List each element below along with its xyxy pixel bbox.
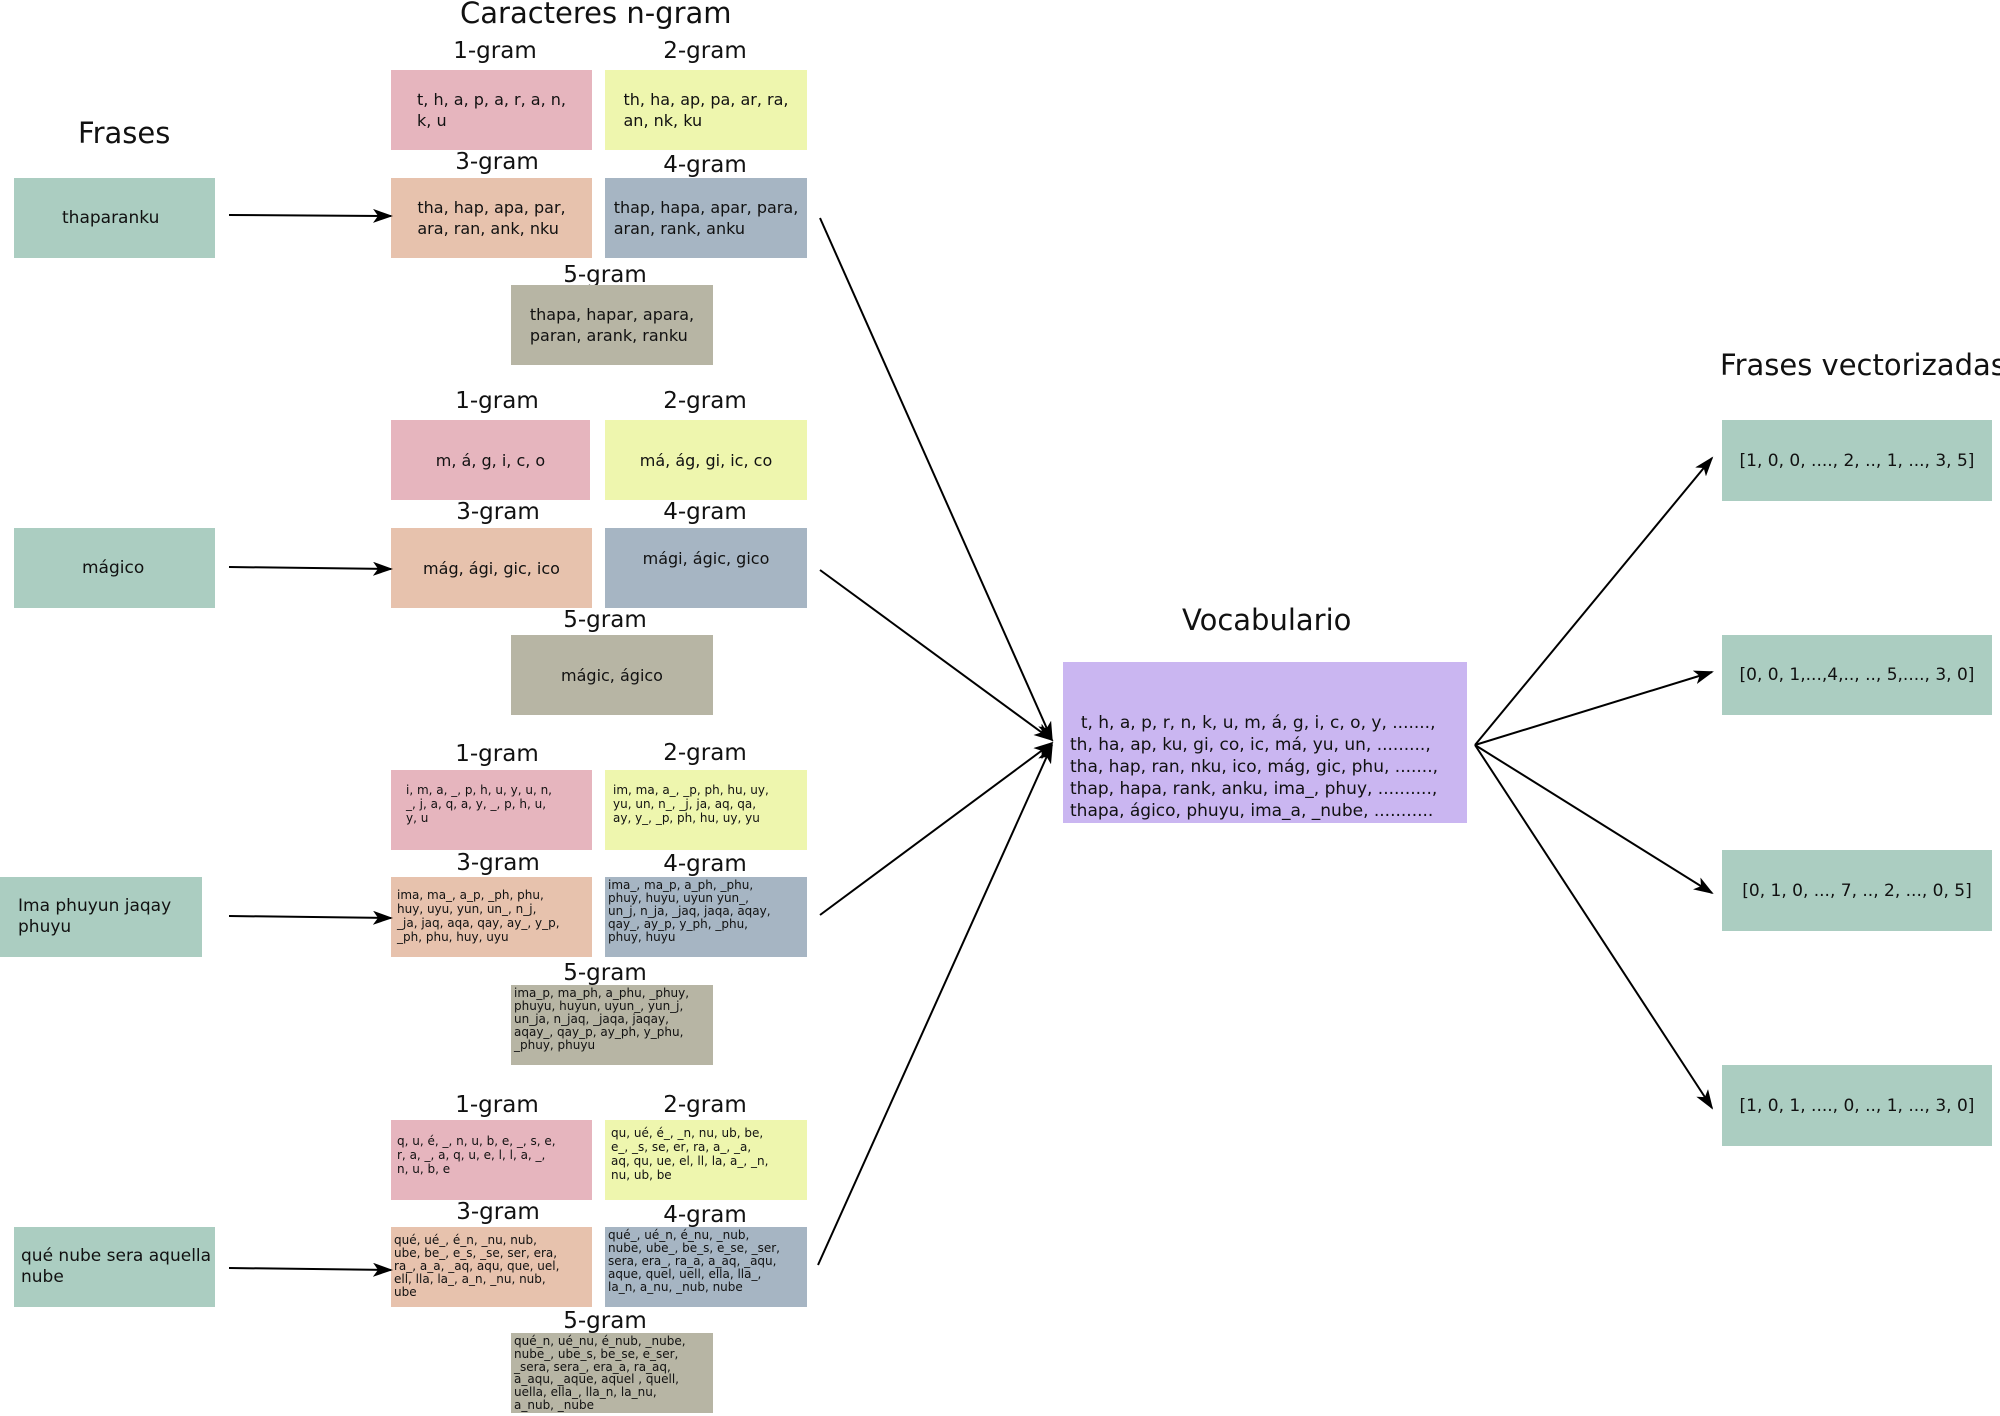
arrow-phrase3-to-ngrams (228, 910, 393, 925)
phrases-heading: Frases (78, 116, 171, 150)
g3-box-3: ima, ma_, a_p, _ph, phu, huy, uyu, yun, … (391, 877, 592, 957)
phrase-box-3: Ima phuyun jaqay phuyu (0, 877, 202, 957)
g4-box-1: thap, hapa, apar, para, aran, rank, anku (605, 178, 807, 258)
phrase-box-4: qué nube sera aquella nube (14, 1227, 215, 1307)
arrow-phrase4-to-ngrams (228, 1262, 393, 1277)
arrow-phrase2-to-ngrams (228, 561, 393, 576)
g3-box-4: qué, ué_, é_n, _nu, nub, ube, be_, e_s, … (391, 1227, 592, 1307)
ngram-text: i, m, a, _, p, h, u, y, u, n, _, j, a, q… (406, 783, 552, 825)
vector-text: [0, 1, 0, ..., 7, .., 2, ..., 0, 5] (1742, 880, 1972, 901)
phrase-text: thaparanku (62, 207, 160, 228)
ngram-text: tha, hap, apa, par, ara, ran, ank, nku (417, 198, 566, 238)
g1-box-4: q, u, é, _, n, u, b, e, _, s, e, r, a, _… (391, 1120, 592, 1200)
g2-box-3: im, ma, a_, _p, ph, hu, uy, yu, un, n_, … (605, 770, 807, 850)
g4-box-4: qué_, ué_n, é_nu, _nub, nube, ube_, be_s… (605, 1227, 807, 1307)
phrase-text: mágico (82, 557, 145, 578)
ngram-text: im, ma, a_, _p, ph, hu, uy, yu, un, n_, … (613, 783, 769, 825)
label-5gram: 5-gram (563, 607, 647, 633)
arrow-vocab-to-vector4 (1474, 744, 1714, 1110)
label-3gram: 3-gram (455, 149, 539, 175)
ngram-text: thap, hapa, apar, para, aran, rank, anku (613, 198, 799, 238)
label-4gram: 4-gram (663, 1202, 747, 1228)
vocabulary-box: t, h, a, p, r, n, k, u, m, á, g, i, c, o… (1063, 662, 1467, 823)
ngram-heading: Caracteres n-gram (460, 0, 732, 30)
ngram-text: qué_, ué_n, é_nu, _nub, nube, ube_, be_s… (608, 1228, 780, 1294)
arrow-ngrams1-to-vocab (819, 217, 1053, 742)
ngram-text: qu, ué, é_, _n, nu, ub, be, e_, _s, se, … (611, 1126, 769, 1182)
g5-box-2: mágic, ágico (511, 635, 713, 715)
g1-box-2: m, á, g, i, c, o (391, 420, 590, 500)
ngram-text: th, ha, ap, pa, ar, ra, an, nk, ku (623, 90, 789, 130)
label-1gram: 1-gram (453, 38, 537, 64)
label-2gram: 2-gram (663, 388, 747, 414)
ngram-text: t, h, a, p, a, r, a, n, k, u (417, 90, 566, 130)
label-2gram: 2-gram (663, 1092, 747, 1118)
ngram-text: mági, ágic, gico (642, 549, 770, 568)
arrow-ngrams3-to-vocab (819, 741, 1054, 916)
vocabulary-heading: Vocabulario (1182, 603, 1352, 637)
g1-box-3: i, m, a, _, p, h, u, y, u, n, _, j, a, q… (391, 770, 592, 850)
vector-text: [0, 0, 1,...,4,.., .., 5,...., 3, 0] (1739, 665, 1975, 685)
phrase-box-1: thaparanku (14, 178, 215, 258)
ngram-text: thapa, hapar, apara, paran, arank, ranku (529, 305, 695, 345)
ngram-text: m, á, g, i, c, o (435, 450, 546, 470)
phrase-text: Ima phuyun jaqay phuyu (18, 896, 172, 937)
g3-box-1: tha, hap, apa, par, ara, ran, ank, nku (391, 178, 592, 258)
vector-box-3: [0, 1, 0, ..., 7, .., 2, ..., 0, 5] (1722, 850, 1992, 931)
g5-box-3: ima_p, ma_ph, a_phu, _phuy, phuyu, huyun… (511, 985, 713, 1065)
arrow-ngrams2-to-vocab (819, 569, 1054, 742)
ngram-text: qué, ué_, é_n, _nu, nub, ube, be_, e_s, … (394, 1233, 560, 1299)
vector-text: [1, 0, 0, ...., 2, .., 1, ..., 3, 5] (1739, 450, 1975, 471)
label-1gram: 1-gram (455, 741, 539, 767)
ngram-text: q, u, é, _, n, u, b, e, _, s, e, r, a, _… (397, 1134, 556, 1176)
ngram-text: ima, ma_, a_p, _ph, phu, huy, uyu, yun, … (397, 888, 560, 944)
arrow-phrase1-to-ngrams (228, 208, 393, 223)
g4-box-2: mági, ágic, gico (605, 528, 807, 608)
ngram-text: ima_, ma_p, a_ph, _phu, phuy, huyu, uyun… (608, 878, 771, 944)
label-5gram: 5-gram (563, 1308, 647, 1334)
ngram-text: mág, ági, gic, ico (423, 558, 560, 578)
label-4gram: 4-gram (663, 851, 747, 877)
g4-box-3: ima_, ma_p, a_ph, _phu, phuy, huyu, uyun… (605, 877, 807, 957)
vector-box-1: [1, 0, 0, ...., 2, .., 1, ..., 3, 5] (1722, 420, 1992, 501)
arrow-ngrams4-to-vocab (817, 743, 1053, 1266)
label-5gram: 5-gram (563, 960, 647, 986)
ngram-text: mágic, ágico (561, 665, 663, 685)
label-3gram: 3-gram (456, 1199, 540, 1225)
g5-box-4: qué_n, ué_nu, é_nub, _nube, nube_, ube_s… (511, 1333, 713, 1413)
g2-box-4: qu, ué, é_, _n, nu, ub, be, e_, _s, se, … (605, 1120, 807, 1200)
ngram-text: qué_n, ué_nu, é_nub, _nube, nube_, ube_s… (514, 1334, 686, 1412)
arrow-vocab-to-vector2 (1474, 670, 1714, 746)
label-1gram: 1-gram (455, 388, 539, 414)
phrase-box-2: mágico (14, 528, 215, 608)
g5-box-1: thapa, hapar, apara, paran, arank, ranku (511, 285, 713, 365)
ngram-text: má, ág, gi, ic, co (639, 450, 773, 470)
label-3gram: 3-gram (456, 850, 540, 876)
vocabulary-text: t, h, a, p, r, n, k, u, m, á, g, i, c, o… (1070, 713, 1439, 821)
label-3gram: 3-gram (456, 499, 540, 525)
arrow-vocab-to-vector1 (1474, 456, 1714, 746)
arrow-vocab-to-vector3 (1474, 744, 1714, 895)
label-4gram: 4-gram (663, 499, 747, 525)
phrase-text: qué nube sera aquella nube (21, 1246, 212, 1287)
vector-box-2: [0, 0, 1,...,4,.., .., 5,...., 3, 0] (1722, 635, 1992, 715)
g1-box-1: t, h, a, p, a, r, a, n, k, u (391, 70, 592, 150)
g2-box-2: má, ág, gi, ic, co (605, 420, 807, 500)
vectorized-heading: Frases vectorizadas (1720, 348, 2000, 382)
label-2gram: 2-gram (663, 38, 747, 64)
vector-box-4: [1, 0, 1, ...., 0, .., 1, ..., 3, 0] (1722, 1065, 1992, 1146)
label-4gram: 4-gram (663, 152, 747, 178)
vector-text: [1, 0, 1, ...., 0, .., 1, ..., 3, 0] (1739, 1095, 1975, 1116)
ngram-text: ima_p, ma_ph, a_phu, _phuy, phuyu, huyun… (514, 986, 690, 1052)
g2-box-1: th, ha, ap, pa, ar, ra, an, nk, ku (605, 70, 807, 150)
label-2gram: 2-gram (663, 740, 747, 766)
label-1gram: 1-gram (455, 1092, 539, 1118)
g3-box-2: mág, ági, gic, ico (391, 528, 592, 608)
label-5gram: 5-gram (563, 262, 647, 288)
